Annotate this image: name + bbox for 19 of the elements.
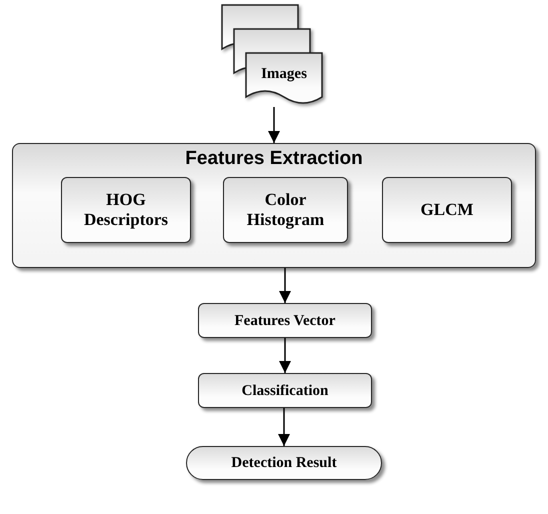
process-box [223, 177, 348, 243]
process-box [382, 177, 512, 243]
arrow [279, 338, 291, 373]
node-label: Classification [242, 382, 328, 400]
node-label: GLCM [420, 200, 474, 220]
terminator-box [186, 446, 382, 480]
node-label: Detection Result [231, 454, 337, 472]
node-label: Color Histogram [246, 190, 326, 230]
group-container [12, 143, 536, 268]
arrow [268, 107, 280, 143]
node-label: Features Vector [234, 312, 336, 330]
group-title: Features Extraction [184, 148, 364, 170]
arrow [279, 268, 291, 303]
arrow [278, 408, 290, 446]
process-box [198, 303, 372, 338]
process-box [61, 177, 191, 243]
process-box [198, 373, 372, 408]
node-label: HOG Descriptors [82, 190, 170, 230]
node-label: Images [260, 66, 308, 83]
